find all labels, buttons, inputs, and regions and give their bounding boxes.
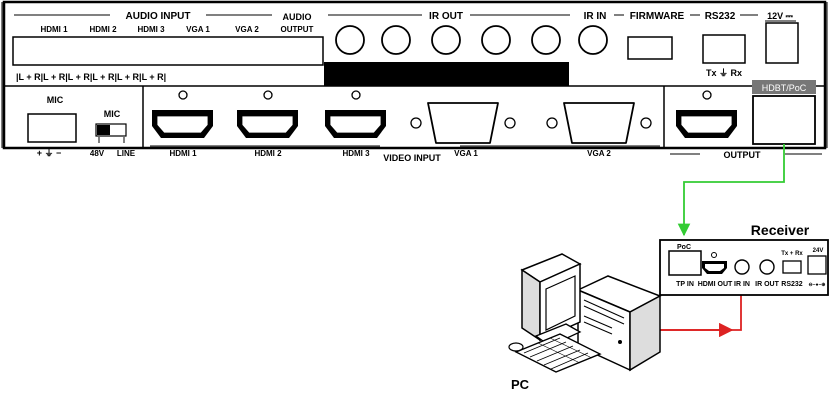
receiver-ir-in-label: IR IN — [734, 281, 750, 288]
audio-input-title: AUDIO INPUT — [126, 11, 191, 22]
audio-input-label-vga1: VGA 1 — [186, 25, 210, 34]
hdbt-label: HDBT/PoC — [762, 83, 807, 93]
firmware-port[interactable] — [627, 36, 673, 60]
receiver-ir-out-jack[interactable] — [759, 259, 775, 275]
ir-in-title: IR IN — [584, 11, 607, 22]
receiver-title: Receiver — [751, 222, 810, 238]
power-jack[interactable] — [765, 22, 799, 64]
mic-box-title: MIC — [47, 95, 64, 105]
ir-out-jack-3[interactable] — [431, 25, 461, 55]
rear-panel: AUDIO INPUT HDMI 1 HDMI 2 HDMI 3 VGA 1 V… — [1, 0, 828, 163]
receiver-tp-in-label: TP IN — [676, 281, 694, 288]
receiver-power-label: 24V — [813, 248, 824, 254]
rs232-pins: Tx ⏚ Rx — [706, 68, 742, 78]
pc-monitor-screen — [545, 275, 576, 331]
pc-tower-side — [629, 294, 661, 372]
hdmi-in-label-3: HDMI 3 — [342, 149, 370, 158]
hdmi-in-label-1: HDMI 1 — [169, 149, 197, 158]
audio-output-title: AUDIO — [283, 12, 312, 22]
mic-line-label: LINE — [117, 149, 136, 158]
pc-monitor-side — [521, 268, 541, 342]
output-group: HDBT/PoC OUTPUT — [670, 80, 822, 160]
vga-in-port-1[interactable] — [427, 102, 499, 144]
mic-48v-label: 48V — [90, 149, 105, 158]
hdbt-label-bg — [752, 80, 816, 94]
video-input-title: VIDEO INPUT — [383, 153, 441, 163]
ir-out-jack-4[interactable] — [481, 25, 511, 55]
audio-input-group: AUDIO INPUT HDMI 1 HDMI 2 HDMI 3 VGA 1 V… — [12, 11, 324, 82]
rs232-group: RS232 Tx ⏚ Rx — [702, 11, 758, 78]
pc-illustration: PC — [508, 253, 662, 392]
audio-lr-strip: |L + R|L + R|L + R|L + R|L + R|L + R| — [16, 72, 166, 82]
audio-input-label-hdmi1: HDMI 1 — [40, 25, 68, 34]
receiver-tp-in-port[interactable] — [668, 250, 702, 276]
audio-terminal-block[interactable] — [12, 36, 324, 66]
firmware-group: FIRMWARE — [614, 11, 700, 60]
mic-switch-knob — [97, 125, 110, 135]
receiver-rs232-port[interactable] — [782, 260, 802, 274]
rs232-port[interactable] — [702, 34, 746, 64]
mic-switch-title: MIC — [104, 109, 121, 119]
pc-label: PC — [511, 377, 530, 392]
hdbt-poc-port[interactable] — [752, 95, 816, 145]
mic-pins: + ⏚ − — [37, 148, 62, 158]
ir-out-jack-2[interactable] — [381, 25, 411, 55]
receiver-power-jack[interactable] — [807, 255, 827, 275]
vga-in-port-2[interactable] — [563, 102, 635, 144]
ir-out-jack-5[interactable] — [531, 25, 561, 55]
vga-input-group: VGA 1 VGA 2 VIDEO INPUT — [150, 86, 665, 163]
power-title: 12V ⎓ — [767, 11, 794, 21]
receiver-ir-in-jack[interactable] — [734, 259, 750, 275]
receiver-ir-out-label: IR OUT — [755, 281, 779, 288]
rs232-title: RS232 — [705, 11, 736, 22]
ir-out-group: IR OUT — [324, 11, 570, 86]
pc-mouse — [508, 342, 524, 352]
vga-in-label-1: VGA 1 — [454, 149, 478, 158]
ir-out-jack-1[interactable] — [335, 25, 365, 55]
output-title: OUTPUT — [724, 150, 762, 160]
hdmi-in-label-2: HDMI 2 — [254, 149, 282, 158]
audio-input-label-hdmi2: HDMI 2 — [89, 25, 117, 34]
ir-in-group: IR IN — [578, 11, 608, 55]
receiver-power-symbol: ⊖–●–⊕ — [809, 282, 826, 288]
power-group: 12V ⎓ — [765, 11, 799, 64]
vga-in-label-2: VGA 2 — [587, 149, 611, 158]
black-label-strip — [324, 62, 569, 86]
audio-output-sub: OUTPUT — [281, 25, 314, 34]
firmware-title: FIRMWARE — [630, 11, 685, 22]
hdmi-input-group: HDMI 1 HDMI 2 HDMI 3 — [152, 90, 386, 158]
receiver-rs232-label: RS232 — [781, 281, 803, 288]
mic-group: MIC + ⏚ − MIC 48V LINE — [27, 86, 144, 158]
receiver-rs232-pins: Tx + Rx — [781, 251, 803, 257]
audio-input-label-vga2: VGA 2 — [235, 25, 259, 34]
mic-terminal[interactable] — [27, 113, 77, 143]
receiver-poc-label: PoC — [677, 244, 691, 251]
ir-in-jack[interactable] — [578, 25, 608, 55]
receiver: Receiver PoC TP IN HDMI OUT IR IN IR OUT… — [659, 222, 829, 296]
ir-out-title: IR OUT — [429, 11, 463, 22]
hdbt-cable — [677, 144, 785, 237]
receiver-hdmi-out-label: HDMI OUT — [698, 281, 733, 288]
audio-input-label-hdmi3: HDMI 3 — [137, 25, 165, 34]
